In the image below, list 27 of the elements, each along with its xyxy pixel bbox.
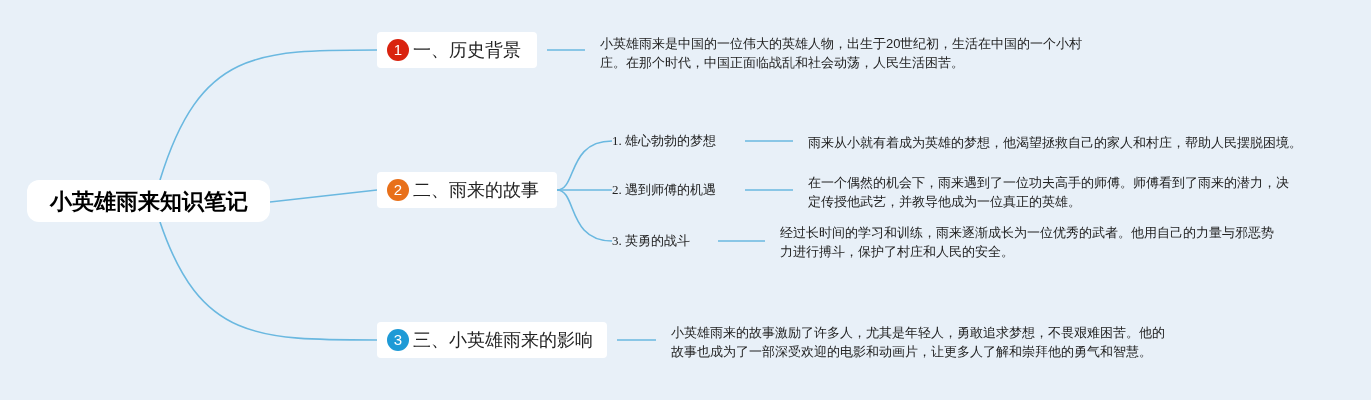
note-text: 小英雄雨来的故事激励了许多人，尤其是年轻人，勇敢追求梦想，不畏艰难困苦。他的故事也成为了一部深受欢迎的电影和动画片，让更多人了解和崇拜他的勇气和智慧。	[671, 324, 1166, 361]
root-topic-box: 小英雄雨来知识笔记	[27, 180, 270, 222]
connector-line	[556, 189, 613, 242]
connector-line	[159, 221, 378, 341]
connector-line	[744, 189, 794, 191]
branch-topic-box	[377, 32, 537, 68]
note-text: 在一个偶然的机会下，雨来遇到了一位功夫高手的师傅。师傅看到了雨来的潜力，决定传授他武艺，并教导他成为一位真正的英雄。	[808, 174, 1290, 211]
topic-title: 一、历史背景	[413, 38, 521, 62]
branch-topic-box	[377, 172, 557, 208]
subtopic-text: 1. 雄心勃勃的梦想	[612, 132, 716, 151]
note-text: 经过长时间的学习和训练，雨来逐渐成长为一位优秀的武者。他用自己的力量与邪恶势力进行搏斗，保护了村庄和人民的安全。	[780, 224, 1275, 261]
connector-line	[717, 240, 766, 242]
note-text: 雨来从小就有着成为英雄的梦想，他渴望拯救自己的家人和村庄，帮助人民摆脱困境。	[808, 133, 1303, 152]
connector-line	[616, 339, 657, 341]
number-badge: 1	[387, 39, 409, 61]
connector-line	[546, 49, 586, 51]
subtopic-text: 3. 英勇的战斗	[612, 232, 690, 251]
topic-title: 三、小英雄雨来的影响	[413, 328, 593, 352]
topic-title: 二、雨来的故事	[413, 178, 539, 202]
subtopic-text: 2. 遇到师傅的机遇	[612, 181, 716, 200]
branch-topic-box	[377, 322, 607, 358]
connector-line	[159, 49, 378, 181]
note-text: 小英雄雨来是中国的一位伟大的英雄人物，出生于20世纪初，生活在中国的一个小村庄。在那个时代，中国正面临战乱和社会动荡，人民生活困苦。	[600, 35, 1084, 72]
connector-line	[269, 189, 378, 203]
connector-line	[744, 140, 794, 142]
number-badge: 3	[387, 329, 409, 351]
number-badge: 2	[387, 179, 409, 201]
